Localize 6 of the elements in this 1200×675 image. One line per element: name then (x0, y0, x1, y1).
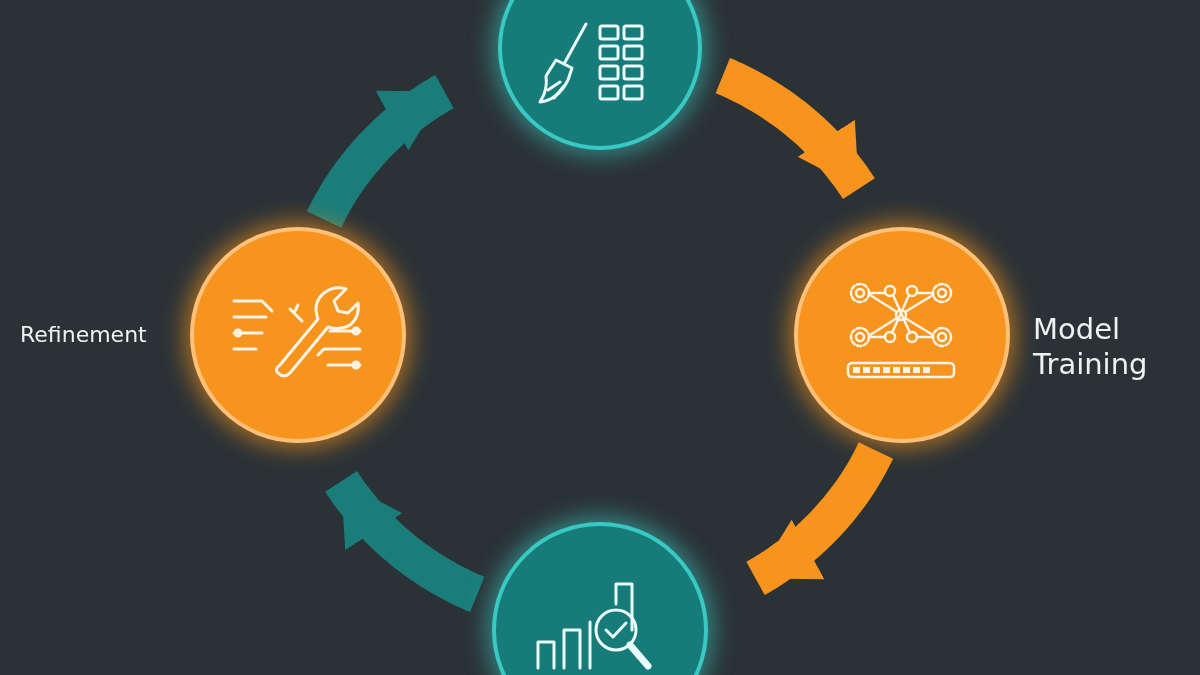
stage-circle (498, 0, 702, 150)
stage-label: Model Training (1033, 312, 1149, 382)
stage-circle (190, 227, 406, 443)
stage-circle (794, 227, 1010, 443)
stage-circle (492, 522, 708, 675)
stage-label: Refinement (20, 322, 148, 349)
